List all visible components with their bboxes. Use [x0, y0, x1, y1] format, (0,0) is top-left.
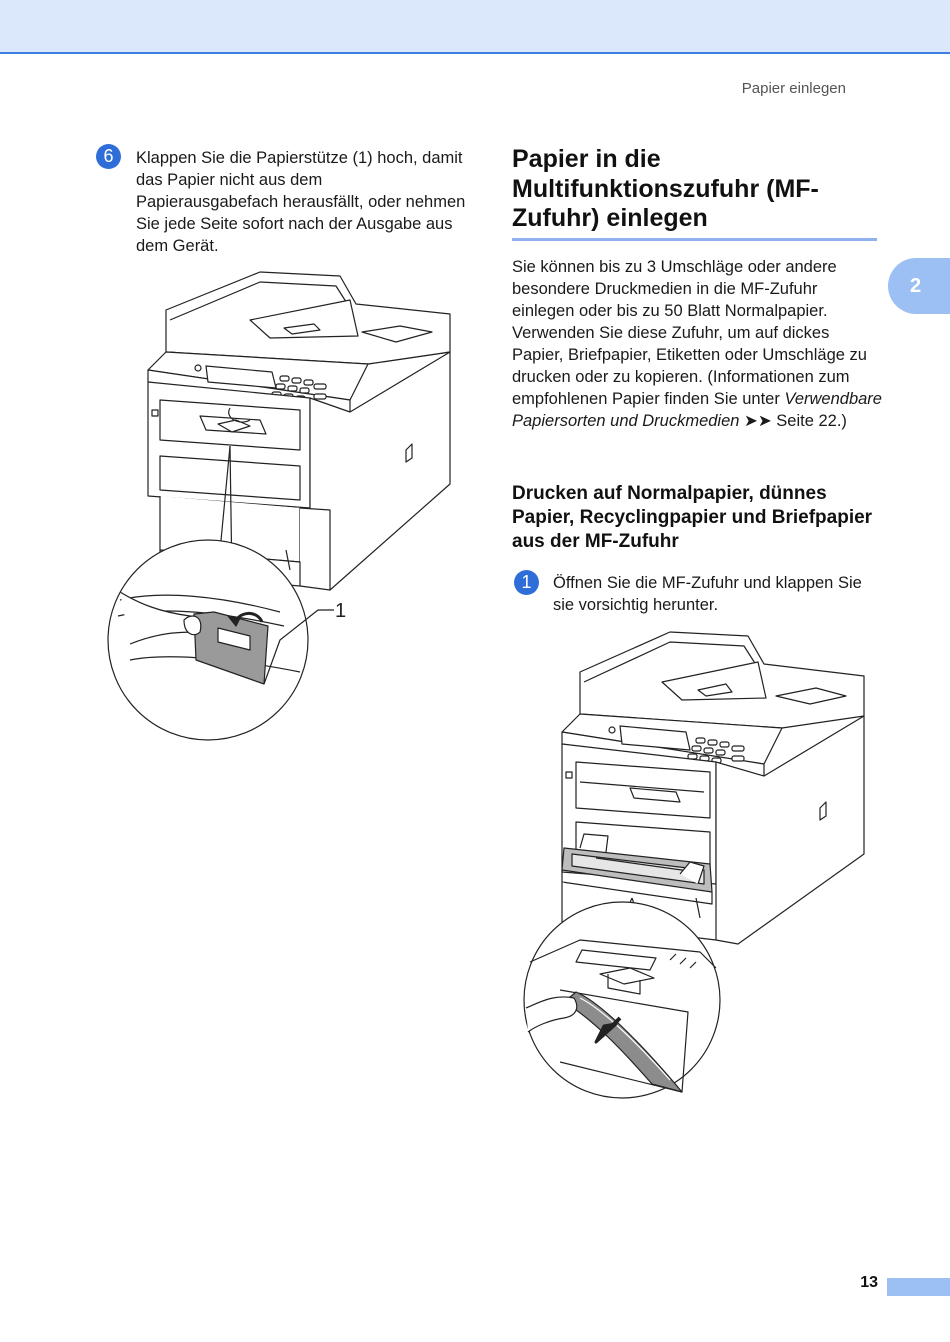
- cross-reference-link[interactable]: Verwendbare Papiersorten und Druckmedien: [512, 390, 882, 430]
- callout-1: 1: [335, 600, 347, 622]
- chapter-tab[interactable]: 2: [888, 258, 950, 314]
- running-title: Papier einlegen: [741, 80, 846, 97]
- intro-paragraph: Sie können bis zu 3 Umschläge oder ander…: [512, 256, 882, 432]
- step-6-badge: 6: [96, 144, 121, 169]
- intro-text: Sie können bis zu 3 Umschläge oder ander…: [512, 258, 867, 408]
- arrow-glyph: ➤➤: [739, 412, 777, 430]
- section-title: Papier in die Multifunktionszufuhr (MF-Z…: [512, 145, 819, 232]
- page-reference: Seite 22.): [776, 412, 847, 430]
- header-band: [0, 0, 950, 54]
- footer-tab: [887, 1278, 950, 1296]
- step-6-text: Klappen Sie die Papierstütze (1) hoch, d…: [136, 149, 466, 255]
- subsection-title: Drucken auf Normalpapier, dünnes Papier,…: [512, 483, 873, 552]
- printer-paper-support-illustration: [100, 260, 470, 740]
- section-rule: [512, 238, 877, 241]
- page-number: 13: [860, 1274, 878, 1291]
- printer-mp-tray-illustration: [520, 622, 870, 1100]
- step-1-text: Öffnen Sie die MF-Zufuhr und klappen Sie…: [553, 574, 862, 614]
- step-1-badge: 1: [514, 570, 539, 595]
